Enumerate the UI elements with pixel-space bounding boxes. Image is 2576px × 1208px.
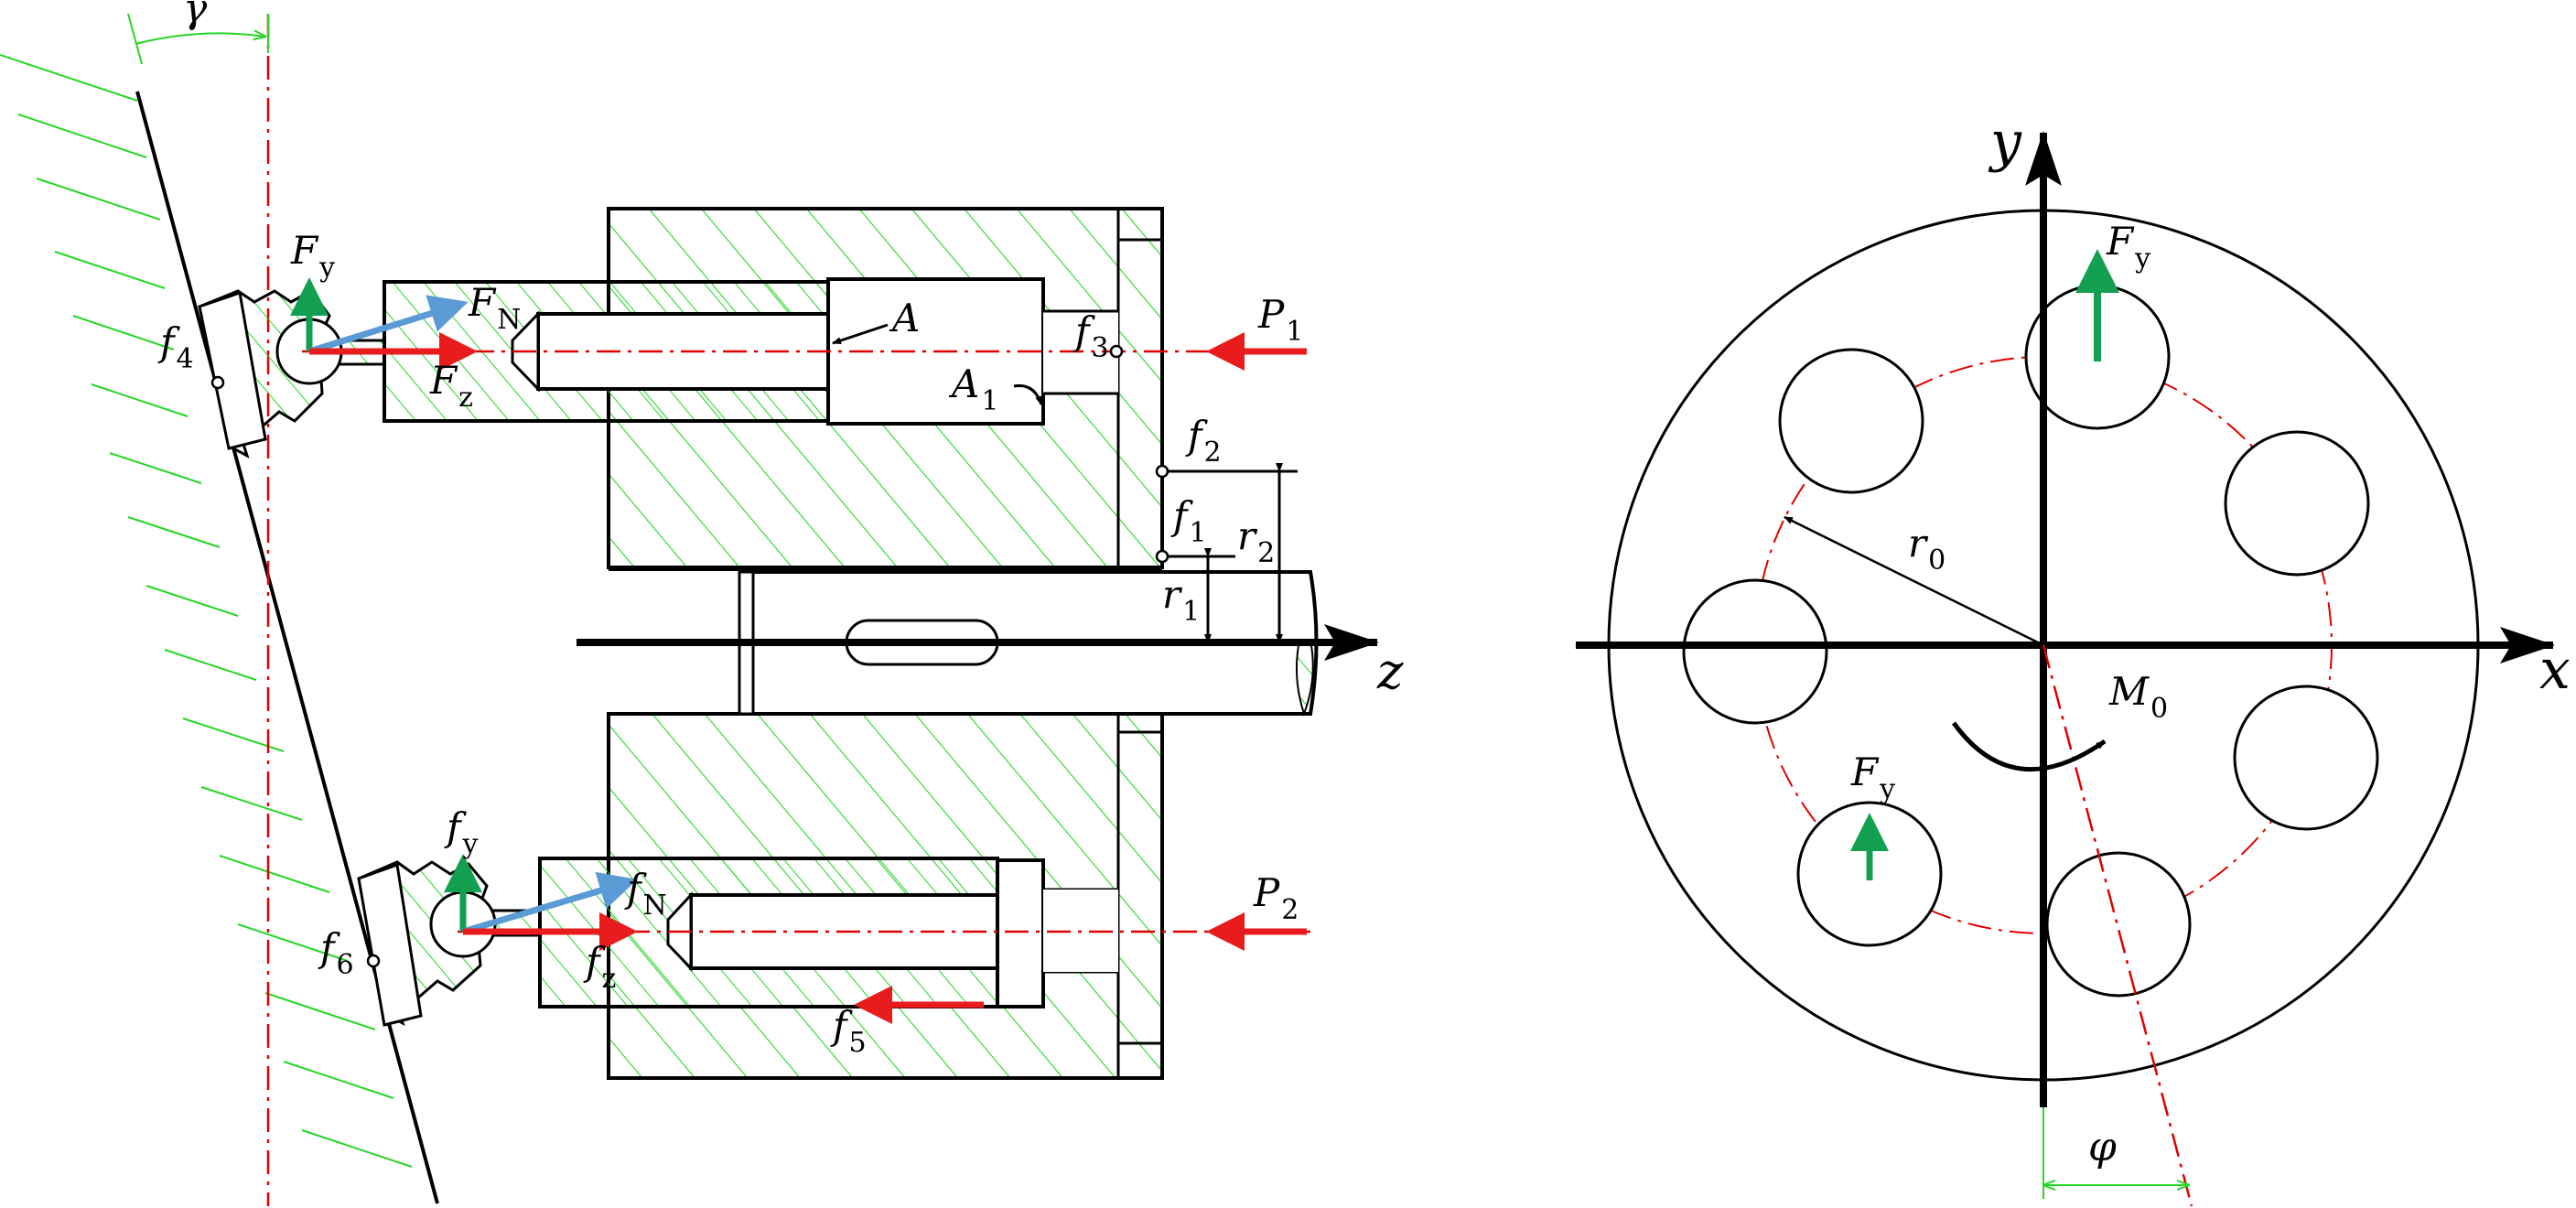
M0-arc	[1951, 721, 2107, 771]
lower-slipper	[357, 860, 542, 1027]
x-axis-label: x	[2539, 638, 2571, 702]
lower-piston	[538, 857, 1118, 1008]
upper-slipper	[198, 289, 386, 459]
Fy-r1-label: Fy	[2106, 219, 2150, 275]
y-axis-label: y	[1988, 110, 2022, 174]
Fz-top-label: Fz	[429, 358, 473, 414]
M0-label: M0	[2108, 669, 2168, 725]
gamma-arc	[135, 33, 265, 45]
f1-label: f1	[1170, 493, 1207, 549]
r1-label: r1	[1162, 572, 1200, 628]
P1-label: P1	[1257, 292, 1303, 348]
r2-label: r2	[1237, 513, 1275, 569]
gamma-label: γ	[183, 0, 208, 32]
r0-label: r0	[1908, 521, 1945, 577]
swashplate-surface	[135, 91, 439, 1204]
swashplate-hatch	[0, 54, 413, 1168]
P2-label: P2	[1253, 870, 1299, 926]
z-axis-label: z	[1376, 642, 1404, 700]
cross-section	[1576, 131, 2555, 1207]
f2-label: f2	[1185, 413, 1222, 469]
f5-label: f5	[830, 1003, 867, 1059]
FN-top-label: FN	[468, 280, 521, 336]
fy-bottom-label: fy	[444, 804, 479, 860]
FN-top-arrow	[307, 295, 469, 355]
f4-label: f4	[157, 319, 194, 375]
fN-bottom-arrow	[461, 871, 638, 935]
phi-label: φ	[2088, 1124, 2117, 1170]
A-label: A	[889, 296, 920, 340]
Fy-top-label: Fy	[290, 228, 335, 284]
radius-dimensions	[1162, 463, 1298, 643]
A1-label: A1	[948, 361, 998, 417]
f6-label: f6	[318, 925, 354, 981]
drive-shaft	[577, 570, 1379, 717]
Fy-r2-label: Fy	[1850, 750, 1895, 805]
